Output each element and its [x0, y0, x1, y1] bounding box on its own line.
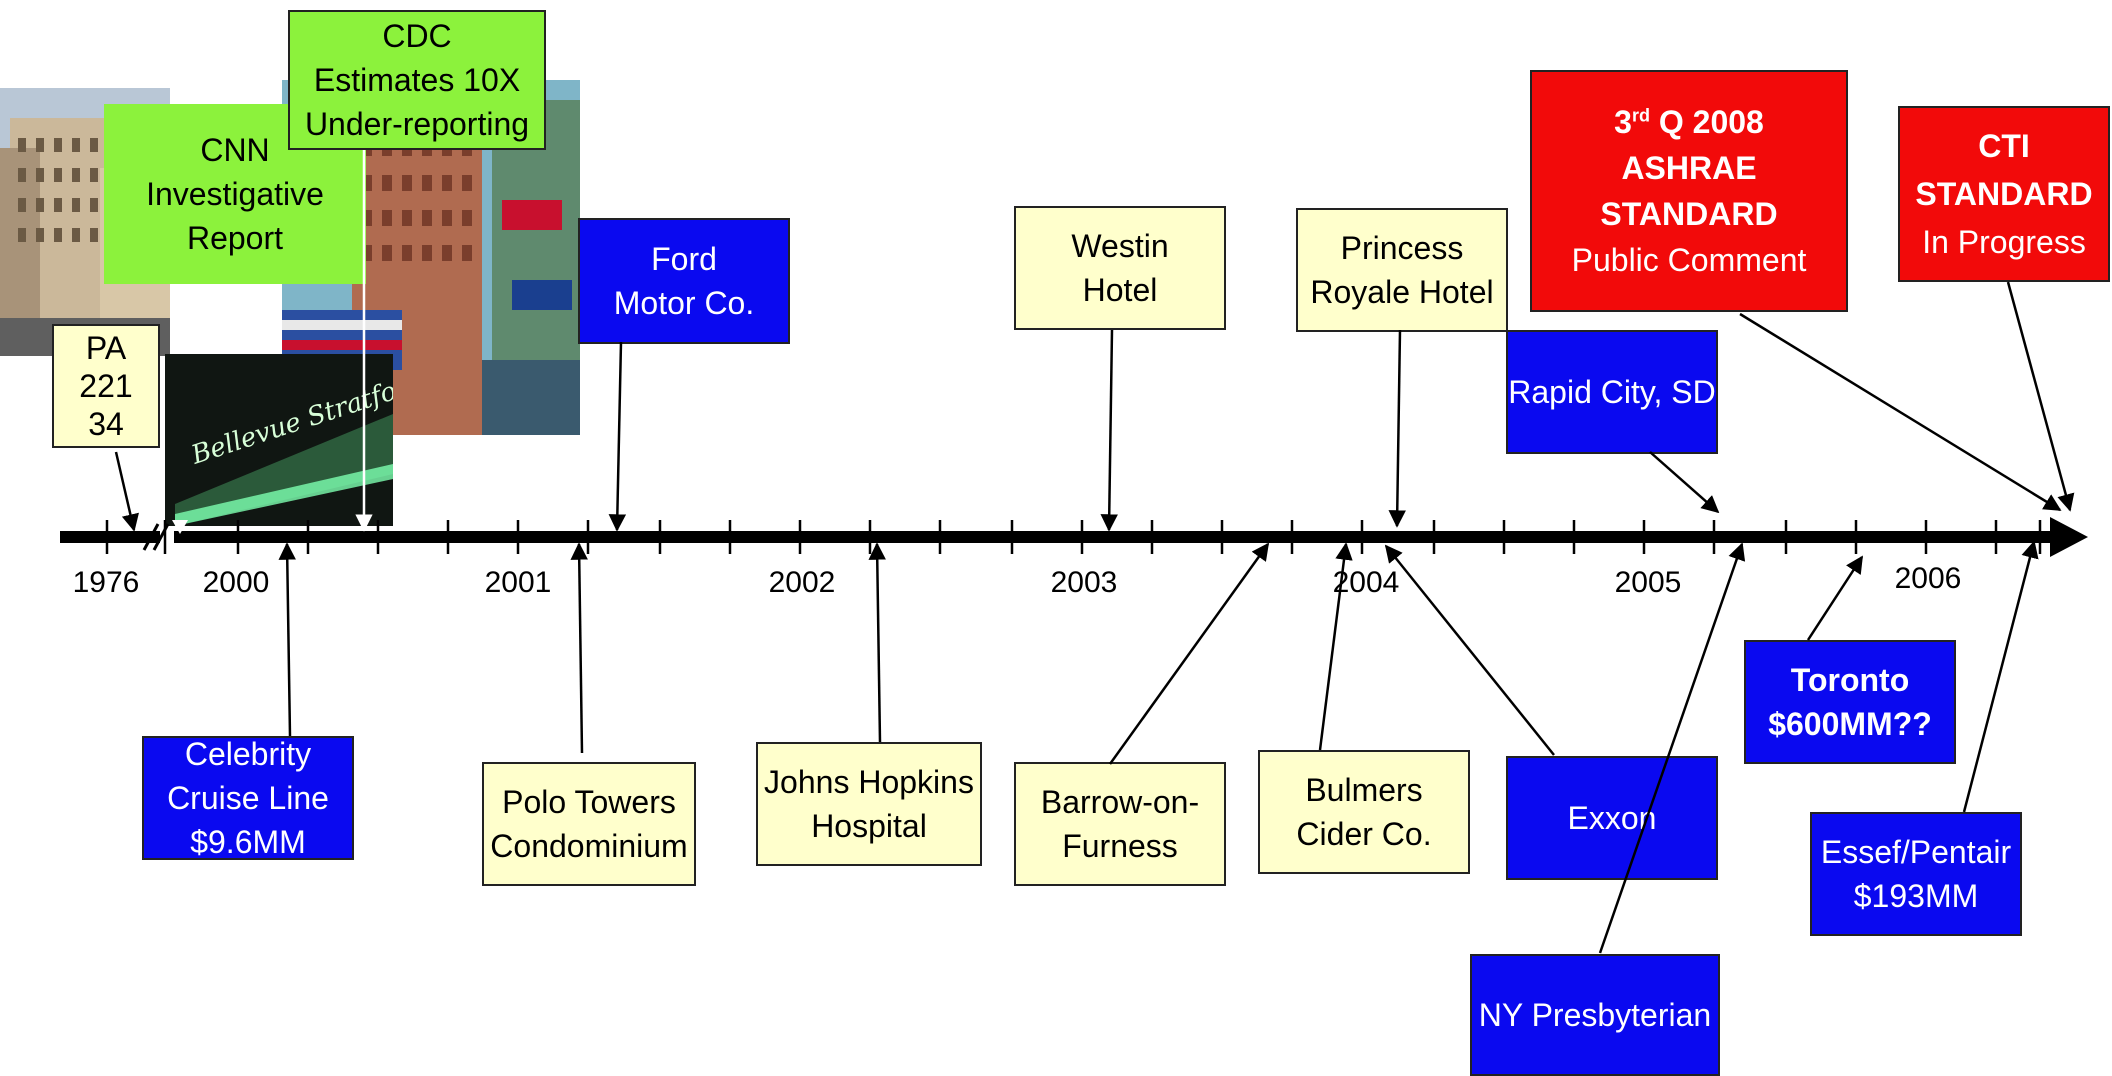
- barrow-line-1: Barrow-on-: [1040, 784, 1200, 820]
- westin-box: Westin Hotel: [1014, 206, 1226, 330]
- toronto-box: Toronto $600MM??: [1744, 640, 1956, 764]
- pa-line-1: PA: [85, 330, 127, 366]
- barrow-arrow: [1108, 542, 1270, 765]
- cnn-line-2: Investigative: [146, 176, 324, 212]
- cti-arrow: [2006, 281, 2075, 512]
- cdc-line-3: Under-reporting: [304, 106, 530, 142]
- year-label-2005: 2005: [1614, 566, 1682, 599]
- barrow-box: Barrow-on- Furness: [1014, 762, 1226, 886]
- ford-box: Ford Motor Co.: [578, 218, 790, 344]
- essef-arrow: [1962, 540, 2039, 813]
- bulmers-line-1: Bulmers: [1305, 772, 1423, 808]
- cti-box: CTI STANDARD In Progress: [1898, 106, 2110, 282]
- timeline-ticks: [105, 520, 2042, 554]
- hotel-sign-photo: Bellevue Stratford: [165, 354, 393, 526]
- polo-line-1: Polo Towers: [502, 784, 676, 820]
- essef-box: Essef/Pentair $193MM: [1810, 812, 2022, 936]
- exxon-box: Exxon: [1506, 756, 1718, 880]
- johns-hopkins-arrow: [868, 542, 886, 743]
- celebrity-box: Celebrity Cruise Line $9.6MM: [142, 736, 354, 860]
- ny-presbyterian-arrow: [1598, 542, 1746, 954]
- pa-line-3: 34: [88, 406, 124, 442]
- toronto-arrow: [1806, 555, 1864, 641]
- princess-box: Princess Royale Hotel: [1296, 208, 1508, 332]
- johns-hopkins-line-2: Hospital: [811, 808, 927, 844]
- ford-line-2: Motor Co.: [613, 285, 755, 321]
- johns-hopkins-box: Johns Hopkins Hospital: [756, 742, 982, 866]
- rapid-city-box: Rapid City, SD: [1506, 330, 1718, 454]
- year-label-2006: 2006: [1894, 562, 1962, 595]
- year-label-2002: 2002: [768, 566, 836, 599]
- polo-line-2: Condominium: [490, 828, 688, 864]
- westin-arrow: [1100, 329, 1118, 532]
- princess-line-1: Princess: [1340, 230, 1464, 266]
- celebrity-line-3: $9.6MM: [190, 824, 306, 860]
- cdc-line-2: Estimates 10X: [313, 62, 521, 98]
- cti-line-1: CTI: [1978, 128, 2030, 164]
- bulmers-line-2: Cider Co.: [1296, 816, 1432, 852]
- year-label-2004: 2004: [1332, 566, 1400, 599]
- cti-line-3: In Progress: [1922, 224, 2086, 260]
- bulmers-box: Bulmers Cider Co.: [1258, 750, 1470, 874]
- princess-line-2: Royale Hotel: [1310, 274, 1494, 310]
- johns-hopkins-line-1: Johns Hopkins: [764, 764, 974, 800]
- celebrity-line-2: Cruise Line: [167, 780, 329, 816]
- ford-line-1: Ford: [651, 241, 717, 277]
- year-label-1976: 1976: [72, 566, 140, 599]
- rapid-city-arrow: [1649, 451, 1720, 514]
- essef-line-2: $193MM: [1853, 878, 1979, 914]
- ashrae-line-2: ASHRAE: [1621, 150, 1757, 186]
- polo-box: Polo Towers Condominium: [482, 762, 696, 886]
- exxon-arrow-upper: [1384, 544, 1555, 756]
- cdc-line-1: CDC: [382, 18, 452, 54]
- toronto-line-2: $600MM??: [1768, 706, 1932, 742]
- year-label-2001: 2001: [484, 566, 552, 599]
- cnn-line-3: Report: [186, 220, 284, 256]
- ford-arrow: [608, 341, 627, 532]
- toronto-line-1: Toronto: [1790, 662, 1910, 698]
- pa-arrow: [114, 451, 139, 532]
- westin-line-2: Hotel: [1082, 272, 1158, 308]
- cti-line-2: STANDARD: [1915, 176, 2093, 212]
- cnn-box: CNN Investigative Report: [104, 104, 366, 284]
- celebrity-line-1: Celebrity: [184, 736, 312, 772]
- barrow-line-2: Furness: [1062, 828, 1178, 864]
- pa-box: PA 221 34: [52, 324, 160, 448]
- essef-line-1: Essef/Pentair: [1820, 834, 2012, 870]
- cdc-box: CDC Estimates 10X Under-reporting: [288, 10, 546, 150]
- celebrity-arrow: [278, 542, 296, 737]
- cnn-line-1: CNN: [200, 132, 270, 168]
- ny-presbyterian-label: NY Presbyterian: [1478, 997, 1712, 1033]
- pa-line-2: 221: [79, 368, 133, 404]
- ashrae-line-4: Public Comment: [1571, 242, 1807, 278]
- ny-presbyterian-box: NY Presbyterian: [1470, 954, 1720, 1076]
- ashrae-quarter: 3rd Q 2008: [1614, 104, 1764, 140]
- westin-line-1: Westin: [1071, 228, 1169, 264]
- ashrae-line-3: STANDARD: [1600, 196, 1778, 232]
- rapid-city-label: Rapid City, SD: [1508, 374, 1716, 410]
- year-label-2003: 2003: [1050, 566, 1118, 599]
- polo-arrow: [570, 542, 588, 754]
- ashrae-arrow: [1739, 312, 2062, 512]
- exxon-label: Exxon: [1567, 800, 1657, 836]
- year-label-2000: 2000: [202, 566, 270, 599]
- princess-arrow: [1388, 329, 1406, 528]
- ashrae-box: 3rd Q 2008 ASHRAE STANDARD Public Commen…: [1530, 70, 1848, 312]
